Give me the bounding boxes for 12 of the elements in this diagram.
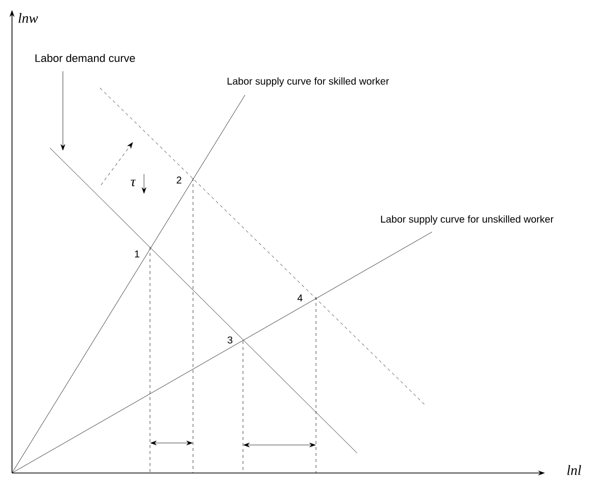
point-number: 3 <box>228 336 232 344</box>
curve-label: Labor supply curve for skilled worker <box>228 77 389 87</box>
curve-label: Labor demand curve <box>35 54 135 62</box>
point-number: 2 <box>176 176 182 184</box>
tau-symbol: τ <box>130 180 136 186</box>
demand-curve <box>50 148 358 454</box>
curve-label: Labor supply curve for unskilled worker <box>381 215 554 225</box>
axis-label: lnw <box>18 13 38 23</box>
point-number: 4 <box>297 294 302 302</box>
leader-arrow <box>60 71 66 150</box>
axis-label: lnl <box>567 465 582 475</box>
point-number: 1 <box>135 250 140 258</box>
